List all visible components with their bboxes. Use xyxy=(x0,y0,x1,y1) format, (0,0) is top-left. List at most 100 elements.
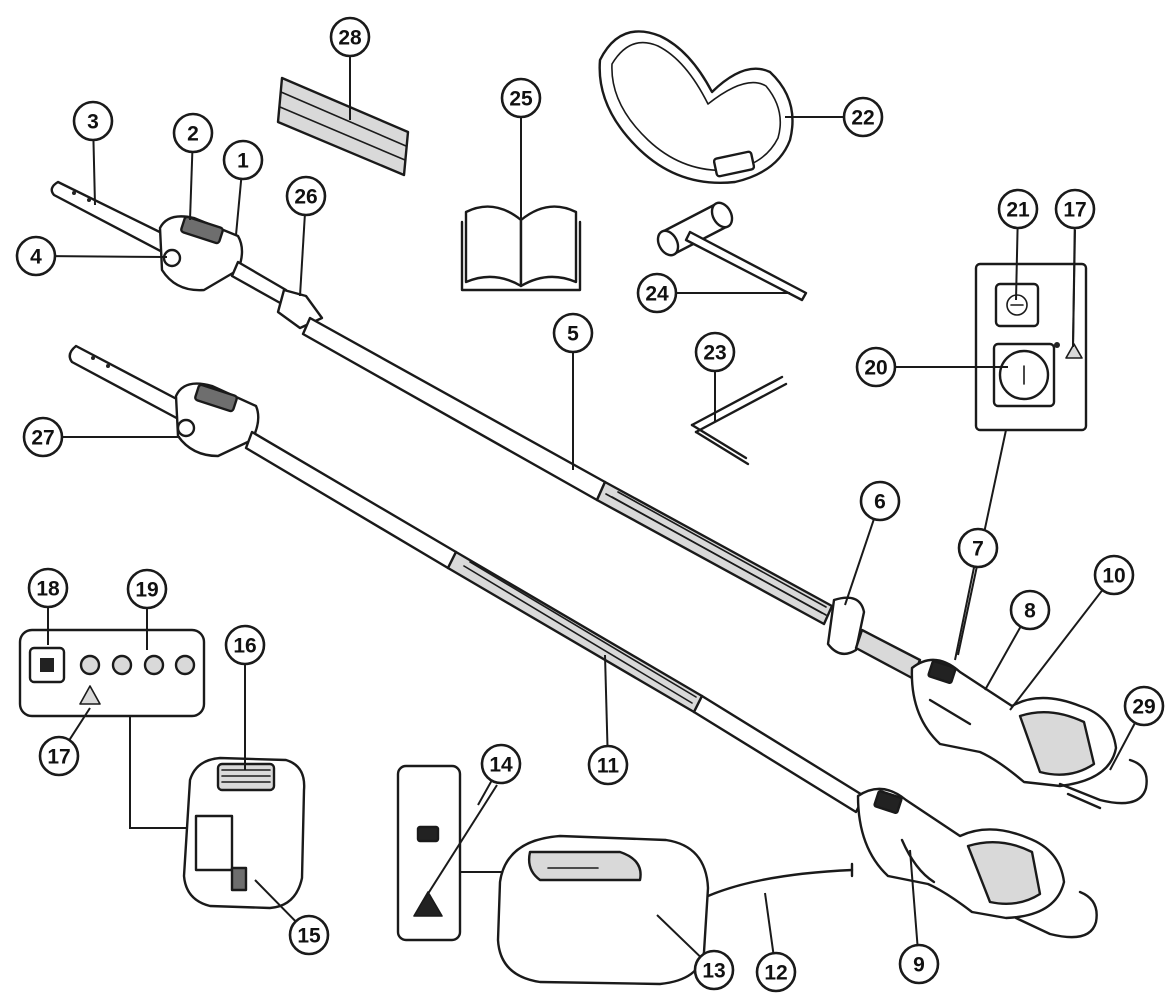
callout-circle xyxy=(288,914,330,956)
callout-number: 24 xyxy=(645,283,669,306)
callout-circle xyxy=(27,567,69,609)
callout-circle xyxy=(1054,188,1096,230)
callout-23: 23 xyxy=(694,331,736,422)
shoulder-strap-illustration xyxy=(598,30,794,184)
callout-27: 27 xyxy=(22,416,180,458)
callout-leader xyxy=(844,518,875,606)
callout-11: 11 xyxy=(587,654,629,786)
battery-status-inset xyxy=(18,628,206,718)
callout-circle xyxy=(1123,685,1165,727)
callout-10: 10 xyxy=(1009,554,1135,711)
callout-number: 21 xyxy=(1006,199,1030,222)
charger-illustration xyxy=(496,834,854,986)
callout-26: 26 xyxy=(285,175,327,297)
callout-circle xyxy=(957,527,999,569)
callout-circle xyxy=(587,744,629,786)
callout-22: 22 xyxy=(785,96,884,138)
callout-16: 16 xyxy=(224,624,266,770)
callout-number: 22 xyxy=(851,107,874,130)
callout-leader xyxy=(604,654,609,747)
callout-18: 18 xyxy=(27,567,69,645)
callout-circle xyxy=(126,568,168,610)
callout-25: 25 xyxy=(500,77,542,220)
battery-pack-illustration xyxy=(182,756,306,910)
callout-number: 28 xyxy=(338,27,362,50)
callout-number: 29 xyxy=(1132,696,1155,719)
callout-14: 14 xyxy=(477,743,522,806)
callout-circle xyxy=(898,943,940,985)
callout-leader xyxy=(299,214,306,297)
callout-circle xyxy=(285,175,327,217)
callout-leader xyxy=(764,892,775,954)
callout-number: 12 xyxy=(764,962,787,985)
callout-19: 19 xyxy=(126,568,168,650)
callout-number: 10 xyxy=(1102,565,1125,588)
callout-leader xyxy=(1015,227,1019,301)
callout-circle xyxy=(15,235,57,277)
callout-number: 5 xyxy=(567,323,579,346)
callout-circle xyxy=(329,16,371,58)
callout-number: 15 xyxy=(297,925,321,948)
callout-number: 13 xyxy=(702,960,725,983)
callout-leader xyxy=(477,780,493,806)
callout-circle xyxy=(480,743,522,785)
control-panel-inset xyxy=(974,262,1088,432)
callout-number: 25 xyxy=(509,88,533,111)
callout-leader xyxy=(984,626,1022,691)
callout-circle xyxy=(1093,554,1135,596)
callout-circle xyxy=(22,416,64,458)
callout-3: 3 xyxy=(72,100,114,206)
pole-saw-upper-illustration xyxy=(50,180,1148,810)
callout-leader xyxy=(1009,589,1104,711)
callout-leader xyxy=(189,151,194,221)
callout-13: 13 xyxy=(656,914,735,991)
callout-number: 4 xyxy=(30,246,42,269)
callout-circle xyxy=(694,331,736,373)
callout-number: 16 xyxy=(233,635,256,658)
callout-circle xyxy=(693,949,735,991)
callout-leader xyxy=(68,707,91,741)
callout-20: 20 xyxy=(855,346,1008,388)
callout-circle xyxy=(172,112,214,154)
callout-circle xyxy=(222,139,264,181)
callout-circle xyxy=(224,624,266,666)
callout-4: 4 xyxy=(15,235,168,277)
callout-leader xyxy=(92,139,96,206)
callout-number: 20 xyxy=(864,357,887,380)
callout-29: 29 xyxy=(1109,685,1165,771)
callout-number: 17 xyxy=(1063,199,1086,222)
callout-number: 9 xyxy=(913,954,925,977)
callout-12: 12 xyxy=(755,892,797,993)
spark-plug-wrench-illustration xyxy=(656,201,808,302)
callout-number: 18 xyxy=(36,578,60,601)
callout-21: 21 xyxy=(997,188,1039,301)
callout-leader xyxy=(656,914,702,958)
callout-number: 27 xyxy=(31,427,54,450)
guide-rail-illustration xyxy=(276,76,410,177)
callout-leader xyxy=(254,879,297,923)
callout-number: 6 xyxy=(874,491,886,514)
callout-circle xyxy=(855,346,897,388)
callout-number: 7 xyxy=(972,538,984,561)
callout-24: 24 xyxy=(636,272,790,314)
callout-9: 9 xyxy=(898,849,940,985)
callout-number: 23 xyxy=(703,342,726,365)
callout-circle xyxy=(1009,589,1051,631)
callout-7: 7 xyxy=(954,527,999,661)
callout-circle xyxy=(755,951,797,993)
callout-17: 17 xyxy=(1054,188,1096,348)
callout-17: 17 xyxy=(38,707,91,777)
callout-circle xyxy=(636,272,678,314)
charger-indicator-inset xyxy=(396,764,462,942)
callout-15: 15 xyxy=(254,879,330,956)
callout-circle xyxy=(500,77,542,119)
callout-2: 2 xyxy=(172,112,214,221)
callout-circle xyxy=(997,188,1039,230)
callout-number: 11 xyxy=(597,755,620,778)
callout-number: 3 xyxy=(87,111,99,134)
callout-5: 5 xyxy=(552,312,594,470)
callout-leader xyxy=(909,849,919,946)
pole-saw-lower-illustration xyxy=(68,344,1098,939)
callout-number: 17 xyxy=(47,746,70,769)
